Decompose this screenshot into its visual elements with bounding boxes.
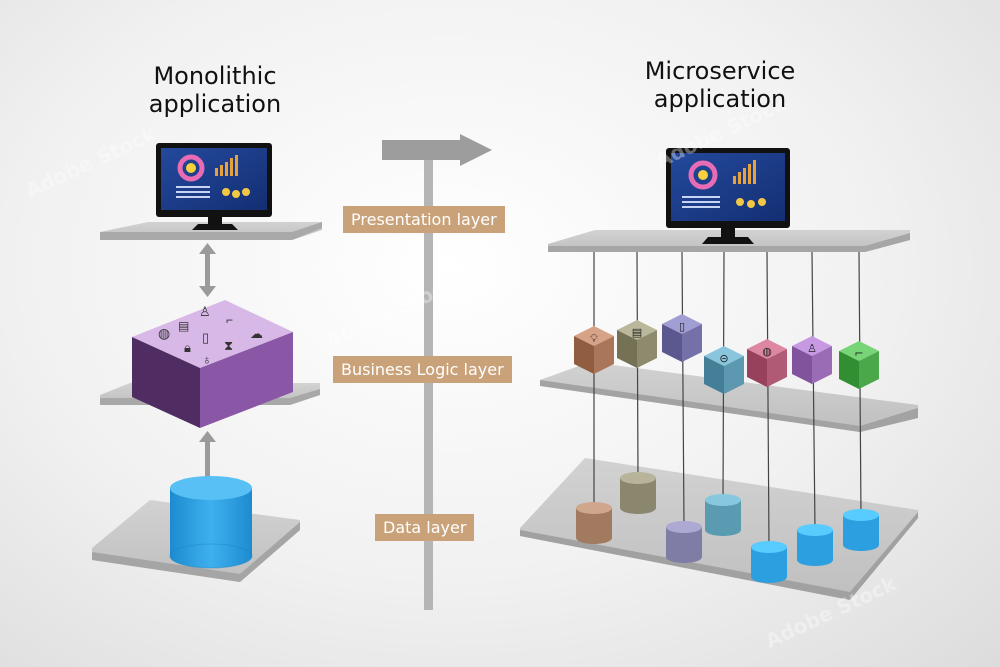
service-cube: ▯: [662, 314, 702, 362]
document-icon: ▤: [178, 319, 189, 333]
service-database: [620, 472, 656, 514]
mono-database: [169, 476, 253, 569]
service-cube: ⌐: [839, 341, 879, 389]
lightbulb-icon: 💡︎: [590, 332, 598, 345]
micro-monitor: [666, 148, 790, 244]
business-logic-layer-label: Business Logic layer: [333, 356, 512, 383]
lock-icon: 🔒︎: [184, 340, 191, 355]
lightbulb-icon: ♁: [202, 352, 212, 367]
globe-icon: ◍: [158, 325, 170, 341]
microservice-title-line2: application: [653, 85, 787, 113]
data-layer-label: Data layer: [375, 514, 475, 541]
microservice-title: Microservice application: [600, 57, 840, 113]
service-cube: 💡︎: [574, 326, 614, 374]
service-connector-line: [811, 251, 816, 531]
cloud-icon: ☁: [250, 326, 263, 341]
service-database: [666, 521, 702, 563]
service-connector-line: [766, 251, 770, 548]
service-cube: ♙: [792, 336, 832, 384]
monolithic-title: Monolithic application: [115, 62, 315, 118]
service-database: [843, 509, 879, 551]
service-database: [705, 494, 741, 536]
microservice-diagram: 💡︎ ▤ ▯ ⊝ ◍ ♙ ⌐: [520, 148, 918, 600]
user-icon: ♙: [199, 304, 211, 319]
service-database: [797, 524, 833, 566]
service-database: [751, 541, 787, 583]
lock-icon: ⊝: [719, 352, 728, 365]
service-cubes: 💡︎ ▤ ▯ ⊝ ◍ ♙ ⌐: [574, 314, 879, 394]
service-cube: ▤: [617, 320, 657, 368]
mono-arrow-presentation-business: [199, 243, 216, 297]
mono-monitor: [156, 143, 272, 230]
service-database: [576, 502, 612, 544]
smartphone-icon: ▯: [679, 320, 685, 333]
smartphone-icon: ▯: [202, 330, 209, 345]
service-cube: ◍: [747, 339, 787, 387]
hourglass-icon: ⧗: [224, 338, 233, 353]
monolithic-diagram: ◍ ▤ ♙ ⌐ 🔒︎ ▯ ⧗ ☁ ♁: [92, 143, 322, 582]
microservice-title-line1: Microservice: [644, 57, 796, 85]
service-cube: ⊝: [704, 346, 744, 394]
micro-business-platform: [540, 362, 918, 432]
service-databases: [576, 472, 879, 583]
presentation-layer-label: Presentation layer: [343, 206, 505, 233]
globe-icon: ◍: [762, 345, 772, 358]
document-icon: ▤: [632, 326, 642, 339]
service-connector-line: [681, 251, 685, 528]
user-icon: ♙: [807, 342, 817, 355]
monolithic-title-line2: application: [148, 90, 282, 118]
desk-lamp-icon: ⌐: [854, 347, 863, 360]
monolith-block: ◍ ▤ ♙ ⌐ 🔒︎ ▯ ⧗ ☁ ♁: [132, 300, 293, 428]
mono-presentation-platform: [100, 222, 322, 240]
monolithic-title-line1: Monolithic: [153, 62, 277, 90]
desk-lamp-icon: ⌐: [226, 313, 233, 327]
